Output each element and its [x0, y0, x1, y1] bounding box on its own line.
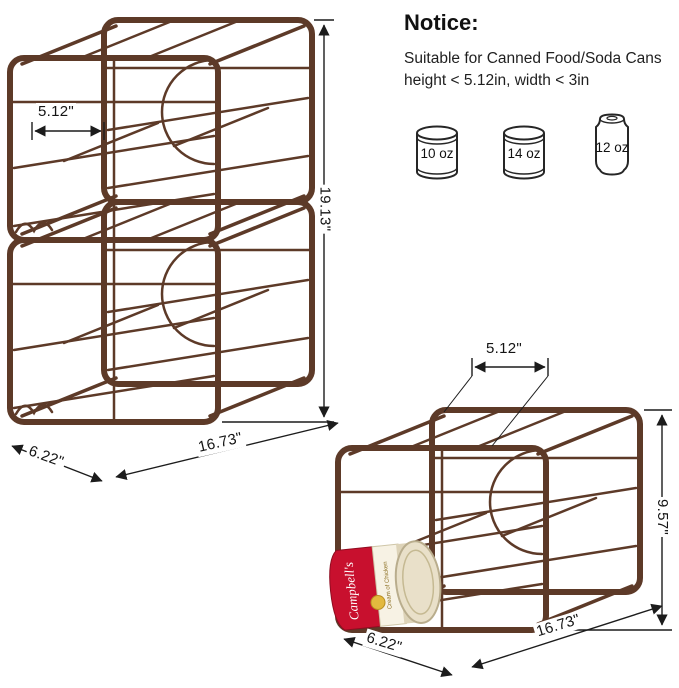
single-height-dimension-label: 9.57" [653, 496, 672, 538]
can-size-label-10oz: 10 oz [420, 146, 454, 161]
food-can-icon [416, 125, 458, 180]
stacked-rack-illustration [10, 20, 312, 422]
stacked-opening-dimension-label: 5.12" [36, 103, 77, 121]
notice-line-1: Suitable for Canned Food/Soda Cans [404, 50, 662, 67]
single-length-dimension-line [471, 603, 663, 670]
campbells-can-illustration: Campbell's Cream of Chicken [329, 540, 442, 631]
can-brand-text: Campbell's [341, 561, 362, 621]
notice-panel: Notice: Suitable for Canned Food/Soda Ca… [404, 10, 676, 92]
notice-title: Notice: [404, 10, 479, 35]
can-size-option-12oz: 12 oz [593, 112, 631, 183]
can-variant-text: Cream of Chicken [383, 561, 394, 609]
can-size-option-14oz: 14 oz [501, 124, 547, 187]
can-size-option-10oz: 10 oz [414, 124, 460, 187]
stacked-opening-dimension-line [31, 122, 105, 140]
single-opening-dimension-label: 5.12" [484, 340, 525, 358]
single-depth-dimension-line [343, 637, 453, 677]
notice-line-2: height < 5.12in, width < 3in [404, 72, 590, 89]
can-size-label-14oz: 14 oz [507, 146, 541, 161]
can-size-label-12oz: 12 oz [595, 140, 629, 155]
food-can-icon [503, 125, 545, 180]
single-opening-dimension-line [443, 358, 549, 447]
stacked-height-dimension-label: 19.13" [315, 184, 334, 234]
soda-can-icon [595, 113, 629, 176]
